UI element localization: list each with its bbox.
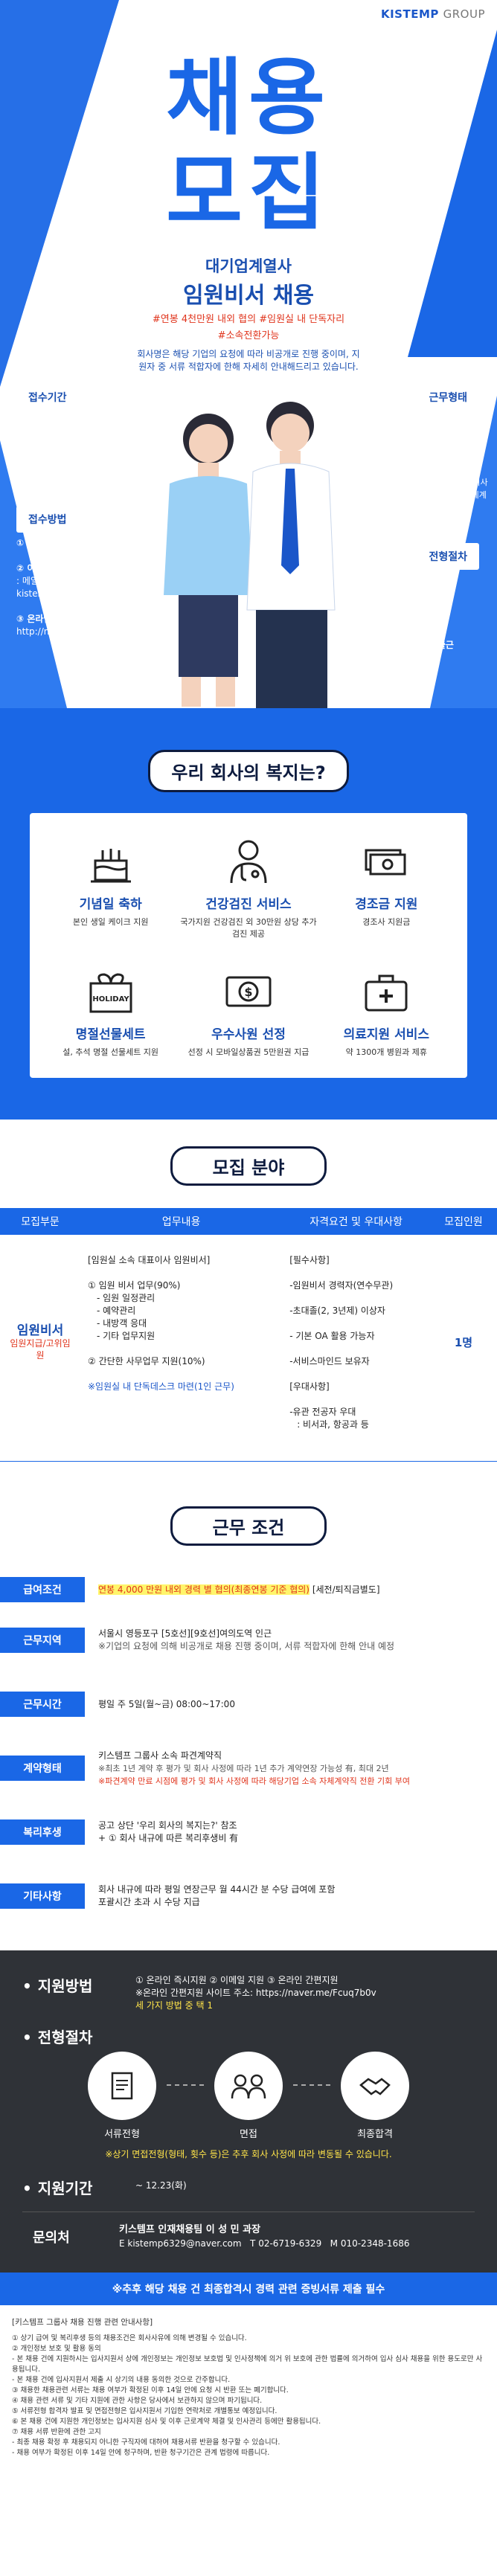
header-requirements: 자격요건 및 우대사항	[282, 1208, 430, 1235]
header-dept: 모집부문	[0, 1208, 80, 1235]
benefits-title: 우리 회사의 복지는?	[148, 750, 349, 792]
step-interview: 면접	[204, 2052, 293, 2140]
notice-section: [키스템프 그룹사 채용 진행 관련 안내사항] ① 상기 급여 및 복리후생 …	[12, 2318, 483, 2457]
benefit-item: 건강검진 서비스 국가지원 건강검진 외 30만원 상당 추가검진 제공	[179, 835, 317, 940]
work-type-conversion: 파견계약 만료 시점에 평가 및 회사 사정에 따라 해당기업 소속 자체계약직…	[369, 478, 488, 513]
hero-description: 회사명은 해당 기업의 요청에 따라 비공개로 진행 중이며, 지원자 중 서류…	[137, 349, 360, 372]
money-icon	[365, 849, 406, 876]
hero-decoration	[0, 440, 67, 708]
hero-decoration	[408, 30, 497, 357]
fields-table: 모집부문 업무내용 자격요건 및 우대사항 모집인원 임원비서 임원지급/고위임…	[0, 1208, 497, 1462]
hero-title-line1: 채용	[156, 51, 341, 146]
process-tag: 전형절차	[417, 543, 479, 570]
header-count: 모집인원	[430, 1208, 497, 1235]
highlight-tags-2: #소속전환가능	[217, 330, 280, 341]
hero-decoration	[0, 0, 119, 387]
holiday-gift-icon: HOLIDAY	[89, 973, 132, 1013]
duty-cell: [임원실 소속 대표이사 임원비서] ① 임원 비서 업무(90%) - 임원 …	[80, 1235, 283, 1462]
method-info: ① 온라인 즉시지원 ② 이메일 지원 : 메일주소 kistemp6329@n…	[16, 538, 137, 637]
benefit-item: $ 우수사원 선정 선정 시 모바일상품권 5만원권 지급	[179, 966, 317, 1059]
position-title: 임원비서 채용	[182, 283, 315, 309]
document-notice-bar: ※추후 해당 채용 건 최종합격시 경력 관련 증빙서류 제출 필수	[0, 2273, 497, 2305]
table-row: 임원비서 임원지급/고위임원 [임원실 소속 대표이사 임원비서] ① 임원 비…	[0, 1235, 497, 1462]
document-icon	[111, 2072, 133, 2100]
step-connector	[167, 2084, 204, 2086]
condition-row-etc: 기타사항 회사 내규에 따라 평일 연장근무 월 44시간 분 수당 급여에 포…	[0, 1864, 497, 1928]
count-cell: 1명	[430, 1235, 497, 1462]
condition-row-location: 근무지역 서울시 영등포구 [5호선][9호선]여의도역 인근※기업의 요청에 …	[0, 1608, 497, 1672]
brand-logo: KISTEMP GROUP	[380, 7, 485, 21]
method-tag: 접수방법	[16, 506, 79, 533]
handshake-icon	[359, 2078, 391, 2095]
table-header-row: 모집부문 업무내용 자격요건 및 우대사항 모집인원	[0, 1208, 497, 1235]
benefit-item: HOLIDAY 명절선물세트 설, 추석 명절 선물세트 지원	[42, 966, 179, 1059]
business-people-illustration	[164, 402, 336, 708]
cake-icon	[90, 849, 131, 883]
process-note: ※상기 면접전형(형태, 횟수 등)은 추후 회사 사정에 따라 변동될 수 있…	[105, 2149, 392, 2159]
doctor-icon	[230, 840, 267, 884]
step-document: 서류전형	[77, 2052, 167, 2140]
requirements-cell: [필수사항] -임원비서 경력자(연수무관) -초대졸(2, 3년제) 이상자 …	[282, 1235, 430, 1462]
benefit-item: 기념일 축하 본인 생일 케이크 지원	[42, 835, 179, 940]
condition-row-salary: 급여조건 연봉 4,000 만원 내외 경력 별 협의(최종연봉 기준 협의) …	[0, 1571, 497, 1608]
benefit-item: 의료지원 서비스 약 1300개 병원과 제휴	[318, 966, 455, 1059]
condition-row-contract: 계약형태 키스템프 그룹사 소속 파견계약직※최초 1년 계약 후 평가 및 회…	[0, 1736, 497, 1800]
recruitment-page: KISTEMP GROUP 채용 모집 대기업계열사 임원비서 채용 #연봉 4…	[0, 0, 497, 2478]
apply-section: 지원방법 ① 온라인 즉시지원 ② 이메일 지원 ③ 온라인 간편지원 ※온라인…	[0, 1950, 497, 2273]
benefits-panel: 기념일 축하 본인 생일 케이크 지원 건강검진 서비스 국가지원 건강검진 외…	[30, 813, 467, 1078]
work-type-tag: 근무형태	[417, 384, 479, 411]
medical-bag-icon	[365, 974, 408, 1012]
condition-row-welfare: 복리후생 공고 상단 '우리 회사의 복지는?' 참조+ ① 회사 내규에 따른…	[0, 1800, 497, 1864]
process-info: ① 서류전형 : 이력서 접수 ② 면접전형 ③ 최종합격 및 출근	[379, 576, 454, 650]
step-final: 최종합격	[330, 2052, 420, 2140]
step-connector	[293, 2084, 330, 2086]
period-tag: 접수기간	[16, 384, 79, 411]
process-steps: 서류전형 면접 최종합격	[22, 2052, 475, 2140]
company-label: 대기업계열사	[205, 257, 292, 275]
conditions-title: 근무 조건	[170, 1506, 327, 1546]
svg-text:$: $	[244, 985, 252, 999]
interview-icon	[231, 2074, 266, 2099]
contact-block: 문의처 키스템프 인재채용팀 이 성 민 과장 E kistemp6329@na…	[22, 2212, 475, 2250]
benefit-item: 경조금 지원 경조사 지원금	[318, 835, 455, 940]
hero-title-line2: 모집	[156, 146, 341, 241]
fields-section: 모집 분야 모집부문 업무내용 자격요건 및 우대사항 모집인원 임원비서 임원…	[0, 1120, 497, 1462]
svg-text:HOLIDAY: HOLIDAY	[92, 995, 129, 1003]
conditions-section: 근무 조건 급여조건 연봉 4,000 만원 내외 경력 별 협의(최종연봉 기…	[0, 1462, 497, 1950]
hero-title: 채용 모집	[0, 51, 497, 241]
work-type-info: 키스템프 그룹사 소속 파견근무 (최초 1년 계약 후 평가 및 회사 사정에…	[367, 417, 486, 466]
apply-method: 지원방법 ① 온라인 즉시지원 ② 이메일 지원 ③ 온라인 간편지원 ※온라인…	[22, 1974, 475, 2012]
benefits-section: 우리 회사의 복지는? 기념일 축하 본인 생일 케이크 지원	[0, 708, 497, 1120]
dollar-bill-icon: $	[225, 976, 272, 1007]
dept-cell: 임원비서 임원지급/고위임원	[0, 1235, 80, 1462]
highlight-tags: #연봉 4천만원 내외 협의 #임원실 내 단독자리	[152, 314, 345, 325]
period-value: ~ 12.23(화)	[16, 417, 72, 428]
apply-period: 지원기간 ~ 12.23(화)	[22, 2177, 475, 2198]
hero-section: KISTEMP GROUP 채용 모집 대기업계열사 임원비서 채용 #연봉 4…	[0, 0, 497, 708]
condition-row-hours: 근무시간 평일 주 5일(월~금) 08:00~17:00	[0, 1672, 497, 1736]
header-duty: 업무내용	[80, 1208, 283, 1235]
apply-process: 전형절차	[22, 2026, 475, 2047]
fields-title: 모집 분야	[170, 1146, 327, 1186]
